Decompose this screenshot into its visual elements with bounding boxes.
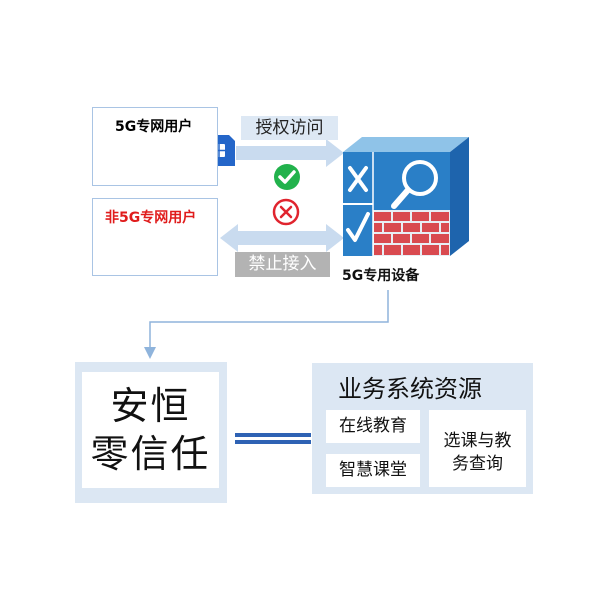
device-to-zerotrust-connector xyxy=(144,290,389,359)
business-title: 业务系统资源 xyxy=(338,375,482,403)
course-selection-line2: 务查询 xyxy=(452,454,503,474)
user-title-5g: 5G专网用户 xyxy=(115,119,193,135)
business-item-smart-classroom: 智慧课堂 xyxy=(326,454,420,487)
authorized-access-label: 授权访问 xyxy=(241,116,338,140)
course-selection-line1: 选课与教 xyxy=(443,431,512,451)
user-title-non5g: 非5G专网用户 xyxy=(105,210,197,226)
zero-trust-line2: 零信任 xyxy=(90,432,211,476)
business-resources-panel: 业务系统资源 在线教育 智慧课堂 选课与教 务查询 xyxy=(312,363,533,494)
zero-trust-inner: 安恒 零信任 xyxy=(82,372,219,488)
link-double-line xyxy=(235,433,311,444)
business-item-online-education: 在线教育 xyxy=(326,410,420,443)
authorized-arrow xyxy=(236,139,344,167)
device-label: 5G专用设备 xyxy=(342,268,420,284)
access-denied-label: 禁止接入 xyxy=(235,252,330,277)
5g-device-icon xyxy=(343,137,469,256)
user-box-5g: 5G专网用户 xyxy=(92,107,218,186)
zero-trust-panel: 安恒 零信任 xyxy=(75,362,227,503)
denied-double-arrow xyxy=(220,224,344,252)
business-item-course-selection: 选课与教 务查询 xyxy=(429,410,526,487)
zero-trust-line1: 安恒 xyxy=(110,384,191,428)
user-box-non5g: 非5G专网用户 xyxy=(92,198,218,276)
check-icon xyxy=(274,164,300,190)
cross-icon xyxy=(272,198,300,226)
